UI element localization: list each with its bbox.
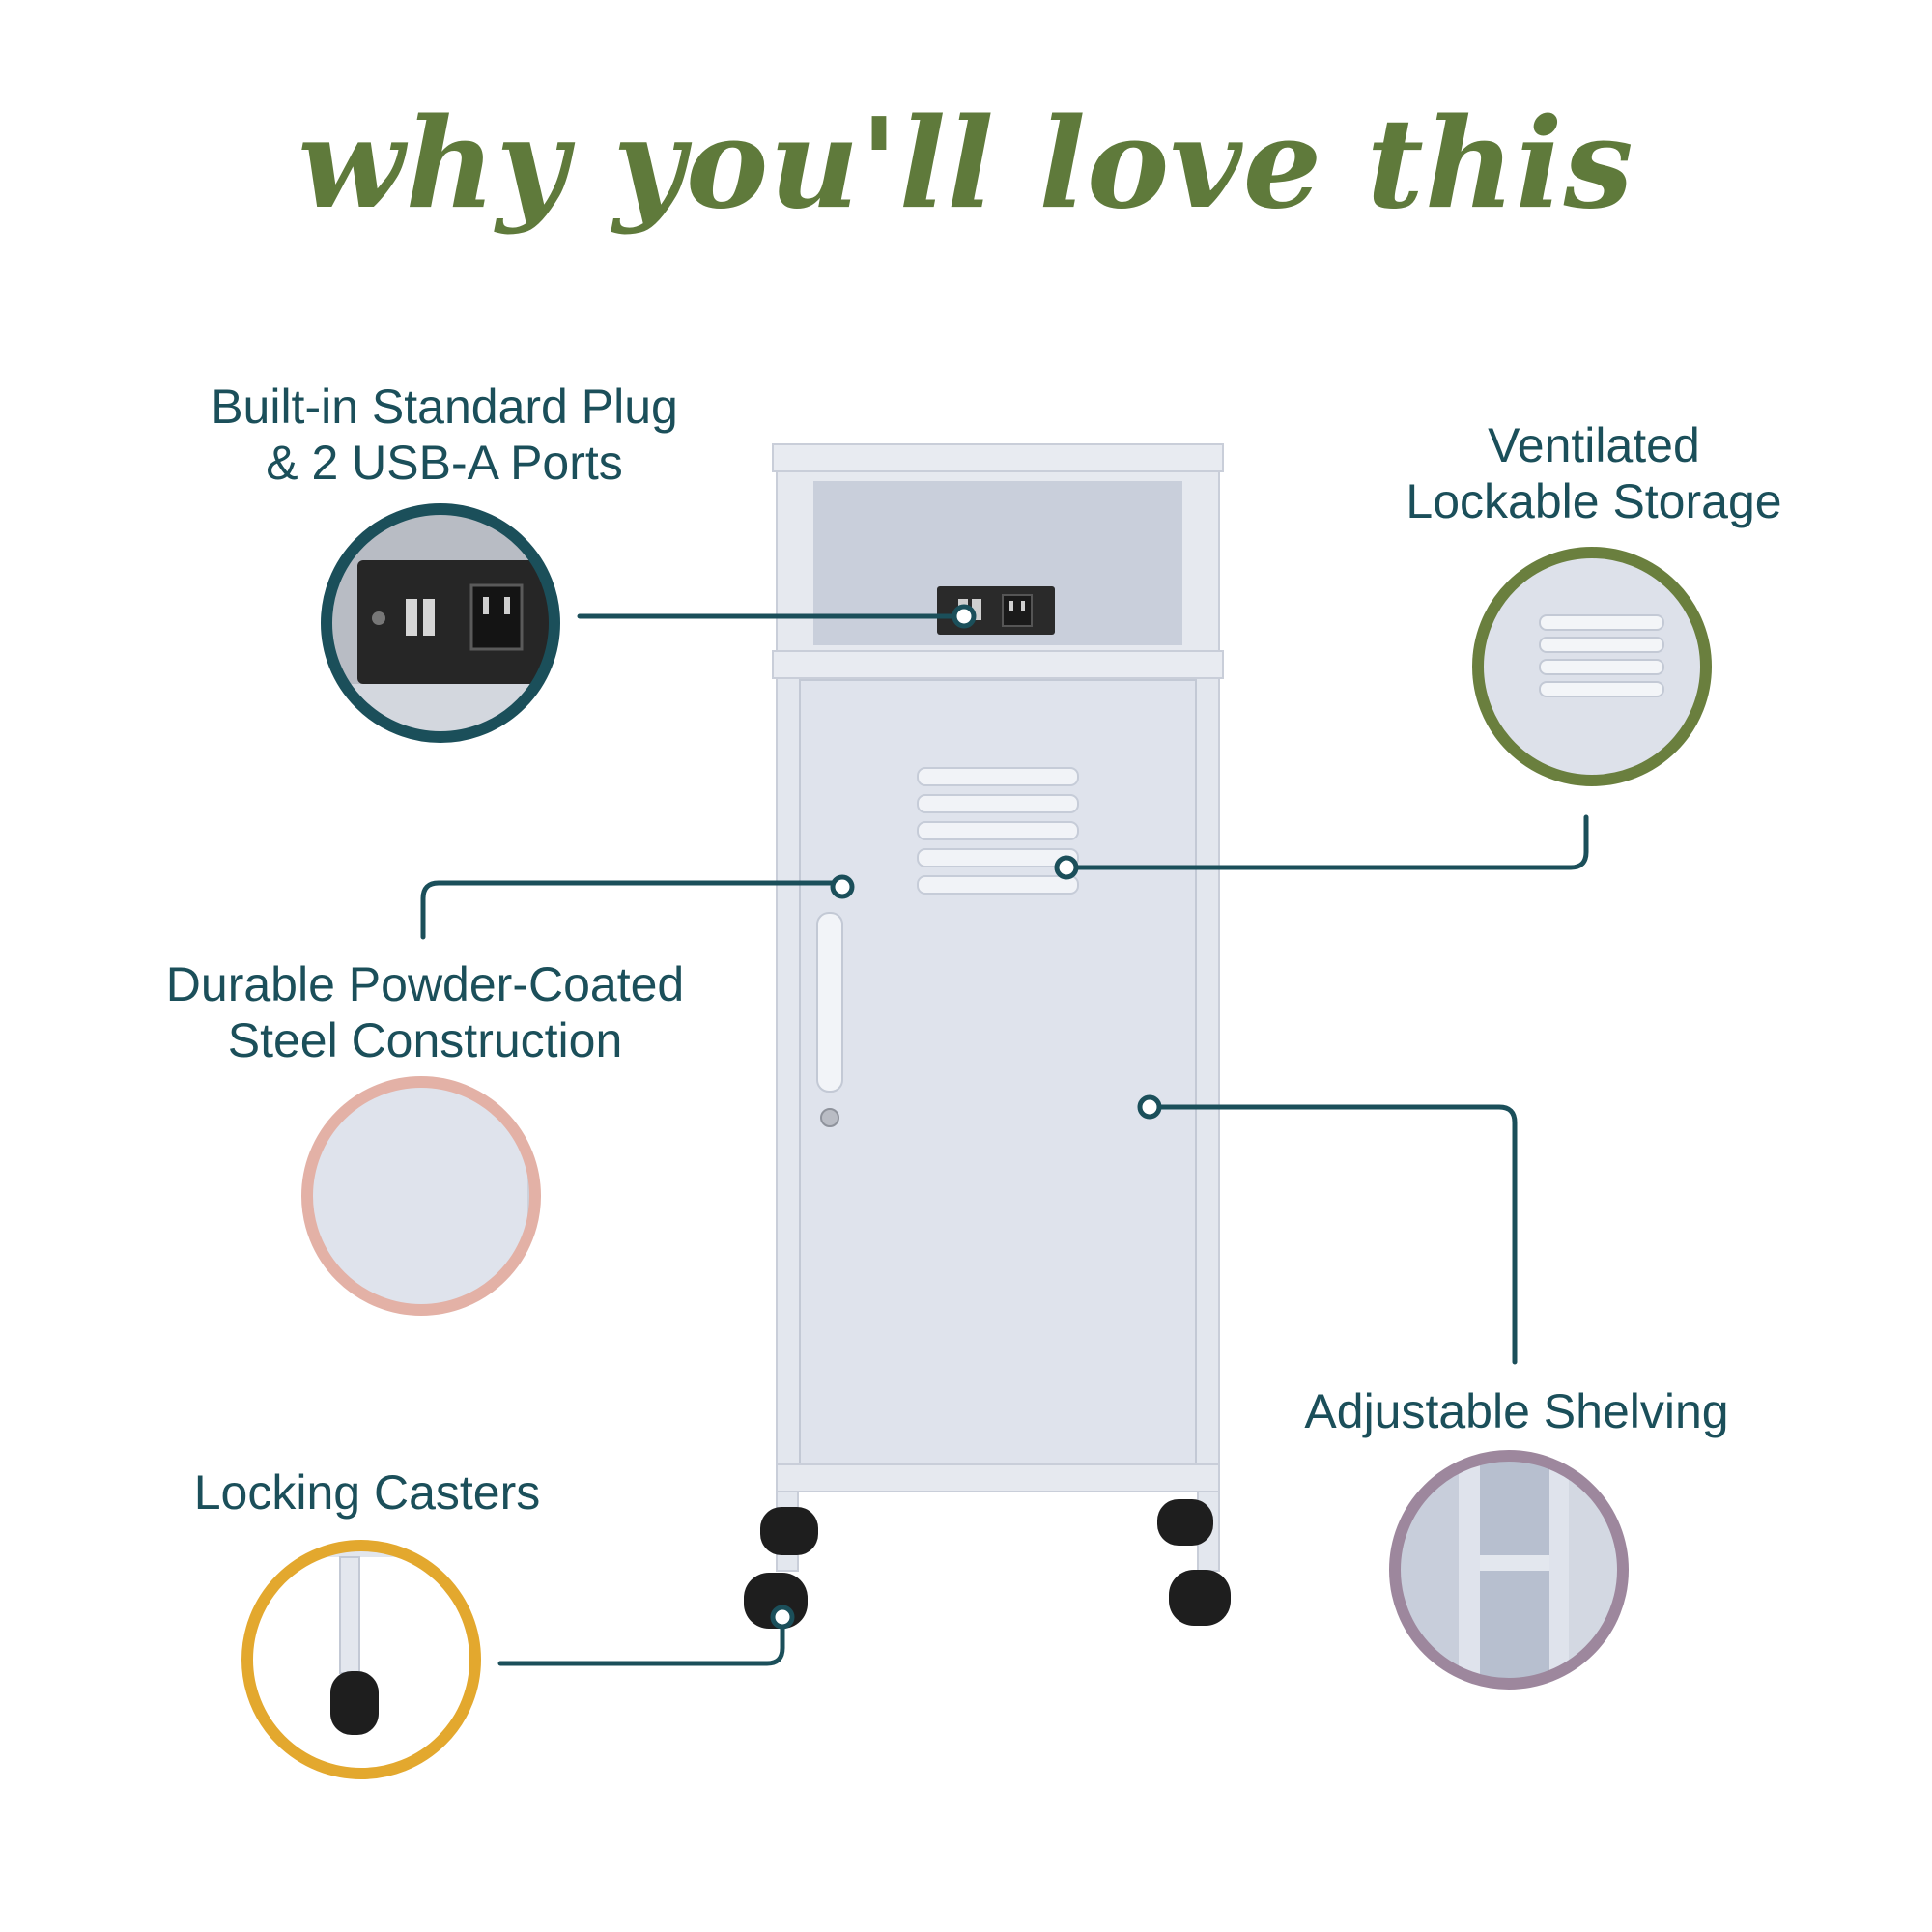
feature-label-line: & 2 USB-A Ports (266, 436, 623, 490)
feature-label-outlet: Built-in Standard Plug & 2 USB-A Ports (145, 379, 744, 491)
feature-label-line: Durable Powder-Coated (165, 957, 685, 1011)
detail-circle-caster (242, 1540, 481, 1779)
feature-label-steel: Durable Powder-Coated Steel Construction (97, 956, 753, 1068)
cabinet-illustration (744, 443, 1231, 1629)
detail-circle-shelving (1389, 1450, 1629, 1690)
ring-caster (242, 1540, 481, 1779)
feature-label-line: Ventilated (1488, 418, 1700, 472)
feature-label-casters: Locking Casters (126, 1464, 609, 1520)
feature-label-line: Lockable Storage (1406, 474, 1782, 528)
feature-label-line: Steel Construction (227, 1013, 623, 1067)
door-handle (816, 912, 843, 1093)
feature-label-line: Built-in Standard Plug (211, 380, 678, 434)
detail-circle-vents (1472, 547, 1712, 786)
cabinet-door (799, 679, 1197, 1465)
feature-label-vents: Ventilated Lockable Storage (1304, 417, 1884, 529)
leader-lines (420, 604, 1589, 1666)
cabinet-casters (744, 1499, 1231, 1629)
door-vents (917, 767, 1079, 895)
feature-label-line: Locking Casters (193, 1465, 541, 1520)
feature-label-line: Adjustable Shelving (1304, 1384, 1729, 1438)
headline: why you'll love this (298, 92, 1634, 237)
door-lock (820, 1108, 839, 1127)
ring-vents (1472, 547, 1712, 786)
ring-outlet (321, 503, 560, 743)
feature-label-shelving: Adjustable Shelving (1236, 1383, 1797, 1439)
ring-steel (301, 1076, 541, 1316)
ring-shelving (1389, 1450, 1629, 1690)
detail-circle-steel (301, 1076, 541, 1316)
detail-circle-outlet (321, 503, 560, 743)
